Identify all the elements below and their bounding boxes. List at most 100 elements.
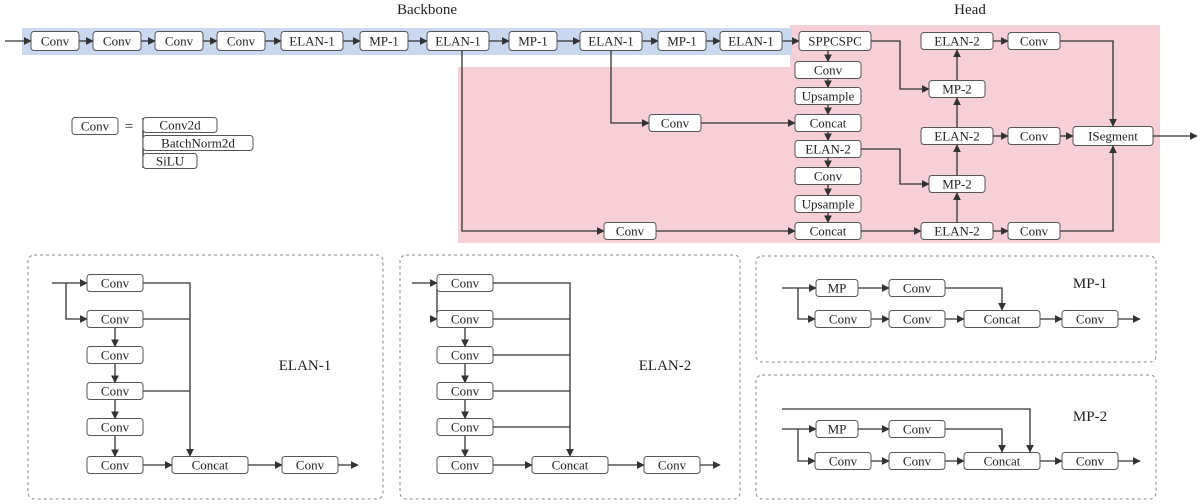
head-elan2-top: ELAN-2 (920, 32, 994, 50)
head-elan2-1-label: ELAN-2 (805, 142, 851, 157)
head-mp2-2: MP-2 (928, 175, 986, 193)
elan2-conv-4-label: Conv (451, 384, 480, 399)
mp1-mp: MP (815, 279, 859, 297)
backbone-conv-3-label: Conv (165, 34, 194, 49)
head-conv-top-label: Conv (1020, 34, 1049, 49)
elan2-panel (399, 254, 741, 500)
mp1-concat: Concat (963, 310, 1041, 328)
elan2-conv-5-label: Conv (451, 420, 480, 435)
backbone-mp1-1-label: MP-1 (369, 34, 399, 49)
mp2-concat: Concat (963, 452, 1041, 470)
head-mp2-2-label: MP-2 (942, 177, 972, 192)
elan1-conv-3-label: Conv (101, 348, 130, 363)
elan1-conv-6-label: Conv (101, 458, 130, 473)
backbone-elan1-3-label: ELAN-1 (588, 34, 634, 49)
head-conv-bot: Conv (1007, 222, 1061, 240)
mp2-concat-label: Concat (984, 454, 1021, 469)
elan1-conv-5: Conv (86, 418, 144, 436)
elan2-conv-2-label: Conv (451, 312, 480, 327)
backbone-elan1-2: ELAN-1 (426, 31, 490, 51)
elan1-conv-out: Conv (281, 456, 339, 474)
backbone-elan1-1-label: ELAN-1 (289, 34, 335, 49)
elan2-concat: Concat (531, 456, 609, 474)
legend-batchnorm2d-label: BatchNorm2d (161, 136, 235, 151)
elan1-conv-4: Conv (86, 382, 144, 400)
head-heading: Head (954, 2, 986, 18)
head-conv-mid-label: Conv (1020, 129, 1049, 144)
elan1-concat-label: Concat (192, 458, 229, 473)
elan1-conv-2: Conv (86, 310, 144, 328)
backbone-mp1-2: MP-1 (508, 31, 558, 51)
elan2-conv-4: Conv (436, 382, 494, 400)
legend-conv-block-label: Conv (81, 119, 110, 134)
mp2-mp-label: MP (828, 422, 847, 437)
legend-silu-label: SiLU (156, 154, 185, 169)
elan1-conv-1-label: Conv (101, 276, 130, 291)
elan2-conv-1: Conv (436, 274, 494, 292)
elan1-conv-5-label: Conv (101, 420, 130, 435)
elan2-conv-6: Conv (436, 456, 494, 474)
mp2-conv-1: Conv (814, 452, 872, 470)
mp2-conv-2: Conv (888, 452, 946, 470)
head-concat-1: Concat (794, 114, 862, 132)
backbone-mp1-2-label: MP-1 (518, 34, 548, 49)
backbone-elan1-2-label: ELAN-1 (435, 34, 481, 49)
sppcspc-to-mp2-1 (871, 40, 930, 93)
backbone-conv-4: Conv (216, 31, 266, 51)
head-conv-a: Conv (794, 61, 862, 79)
conv-bot-to-isegment (1060, 145, 1117, 232)
head-sppcspc-label: SPPCSPC (808, 34, 862, 49)
mp1-conv-top-label: Conv (903, 281, 932, 296)
head-elan2-mid-label: ELAN-2 (934, 129, 980, 144)
legend-equals-sign: = (125, 119, 133, 135)
elan2-conv-6-label: Conv (451, 458, 480, 473)
head-isegment-label: ISegment (1088, 129, 1138, 144)
elan2-conv-5: Conv (436, 418, 494, 436)
mp2-conv-top-label: Conv (903, 422, 932, 437)
backbone-mp1-3: MP-1 (657, 31, 707, 51)
mp1-concat-label: Concat (984, 312, 1021, 327)
backbone-conv-1-label: Conv (41, 34, 70, 49)
elan2-panel-title: ELAN-2 (639, 358, 692, 374)
mp1-conv-top: Conv (888, 279, 946, 297)
head-conv-bot-label: Conv (1020, 224, 1049, 239)
elan1-2-to-lateral-conv (461, 50, 605, 235)
mp2-conv-top: Conv (888, 420, 946, 438)
head-elan2-1: ELAN-2 (794, 140, 862, 158)
mp1-conv-top-to-concat (945, 287, 1006, 311)
head-isegment: ISegment (1072, 126, 1154, 146)
backbone-mp1-3-label: MP-1 (667, 34, 697, 49)
mp1-conv-1-label: Conv (829, 312, 858, 327)
elan1-conv-out-label: Conv (296, 458, 325, 473)
mp1-conv-2: Conv (888, 310, 946, 328)
mp2-branch (797, 429, 816, 465)
head-lateral-conv-1-label: Conv (661, 116, 690, 131)
elan2-conv-1-label: Conv (451, 276, 480, 291)
backbone-elan1-1: ELAN-1 (280, 31, 344, 51)
elan1-branch (65, 283, 88, 323)
elan2-conv-out-label: Conv (658, 458, 687, 473)
mp1-conv-out: Conv (1061, 310, 1119, 328)
mp2-conv-2-label: Conv (903, 454, 932, 469)
head-concat-1-label: Concat (810, 116, 847, 131)
backbone-elan1-3: ELAN-1 (579, 31, 643, 51)
legend-conv2d: Conv2d (142, 117, 218, 133)
backbone-conv-1: Conv (30, 31, 80, 51)
backbone-elan1-4-label: ELAN-1 (728, 34, 774, 49)
elan2-tap-top (493, 282, 574, 457)
mp2-mp: MP (815, 420, 859, 438)
head-elan2-bot-label: ELAN-2 (934, 224, 980, 239)
head-mp2-1: MP-2 (928, 80, 986, 98)
head-conv-top: Conv (1007, 32, 1061, 50)
mp2-panel (755, 374, 1157, 500)
conv-top-to-isegment (1060, 40, 1117, 127)
head-conv-b: Conv (794, 167, 862, 185)
connection-lines (5, 37, 1198, 469)
elan1-conv-6: Conv (86, 456, 144, 474)
head-sppcspc: SPPCSPC (798, 31, 872, 51)
backbone-mp1-1: MP-1 (359, 31, 409, 51)
legend-conv-block: Conv (71, 117, 119, 135)
head-lateral-conv-1: Conv (648, 114, 702, 132)
